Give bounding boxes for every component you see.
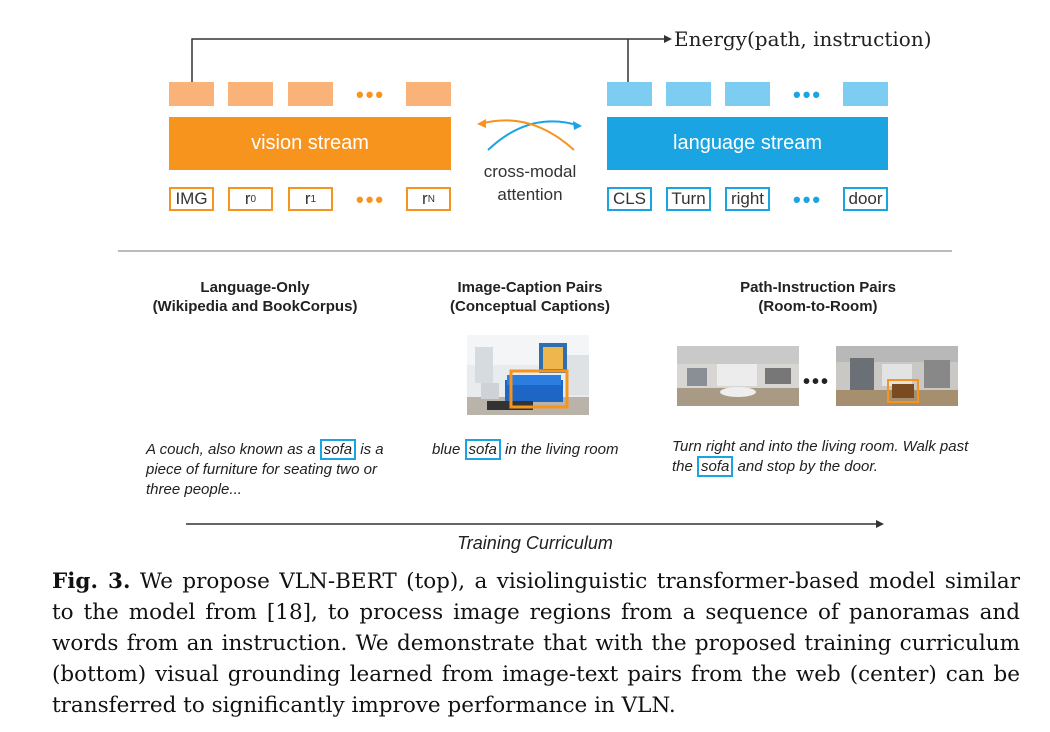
vision-output-token: [288, 82, 333, 106]
curriculum-arrow: [186, 520, 884, 528]
vision-output-ellipsis: •••: [356, 82, 386, 107]
connector-lines: [118, 35, 952, 252]
language-output-token: [725, 82, 770, 106]
language-input-cls: CLS: [607, 187, 652, 211]
stage-text-language-only: A couch, also known as a sofa is a piece…: [146, 439, 384, 498]
caption-text: We propose VLN-BERT (top), a visiolingui…: [52, 569, 1020, 718]
vision-input-ellipsis: •••: [356, 187, 386, 212]
language-output-token: [607, 82, 652, 106]
highlight-sofa: sofa: [697, 456, 734, 477]
language-output-ellipsis: •••: [793, 82, 823, 107]
panorama-image-last: [836, 346, 958, 406]
vision-output-token: [169, 82, 214, 106]
stage-header-image-caption: Image-Caption Pairs(Conceptual Captions): [450, 279, 610, 315]
language-input-turn: Turn: [666, 187, 711, 211]
panorama-ellipsis: •••: [803, 371, 831, 393]
stage-header-path-instruction: Path-Instruction Pairs(Room-to-Room): [740, 279, 896, 315]
cross-modal-line1: cross-modal: [483, 162, 577, 181]
figure-label: Fig. 3.: [52, 569, 131, 594]
living-room-image: [467, 335, 589, 415]
vision-stream: vision stream: [169, 117, 451, 170]
language-input-door: door: [843, 187, 888, 211]
figure-caption: Fig. 3. We propose VLN-BERT (top), a vis…: [52, 566, 1020, 721]
energy-label: Energy(path, instruction): [674, 27, 932, 51]
language-input-ellipsis: •••: [793, 187, 823, 212]
stage-text-path-instruction: Turn right and into the living room. Wal…: [672, 438, 969, 477]
language-stream: language stream: [607, 117, 888, 170]
curriculum-label: Training Curriculum: [457, 533, 613, 553]
stage-text-image-caption: blue sofa in the living room: [432, 439, 619, 460]
cross-modal-line2: attention: [497, 185, 563, 204]
panorama-image-first: [677, 346, 799, 406]
cross-modal-label: cross-modal attention: [470, 160, 590, 206]
vision-output-token: [406, 82, 451, 106]
language-output-token: [666, 82, 711, 106]
stage-header-language-only: Language-Only(Wikipedia and BookCorpus): [152, 279, 358, 315]
vision-input-img: IMG: [169, 187, 214, 211]
language-input-right: right: [725, 187, 770, 211]
highlight-sofa: sofa: [319, 439, 357, 460]
vision-output-token: [228, 82, 273, 106]
language-output-token: [843, 82, 888, 106]
highlight-sofa: sofa: [464, 439, 501, 460]
